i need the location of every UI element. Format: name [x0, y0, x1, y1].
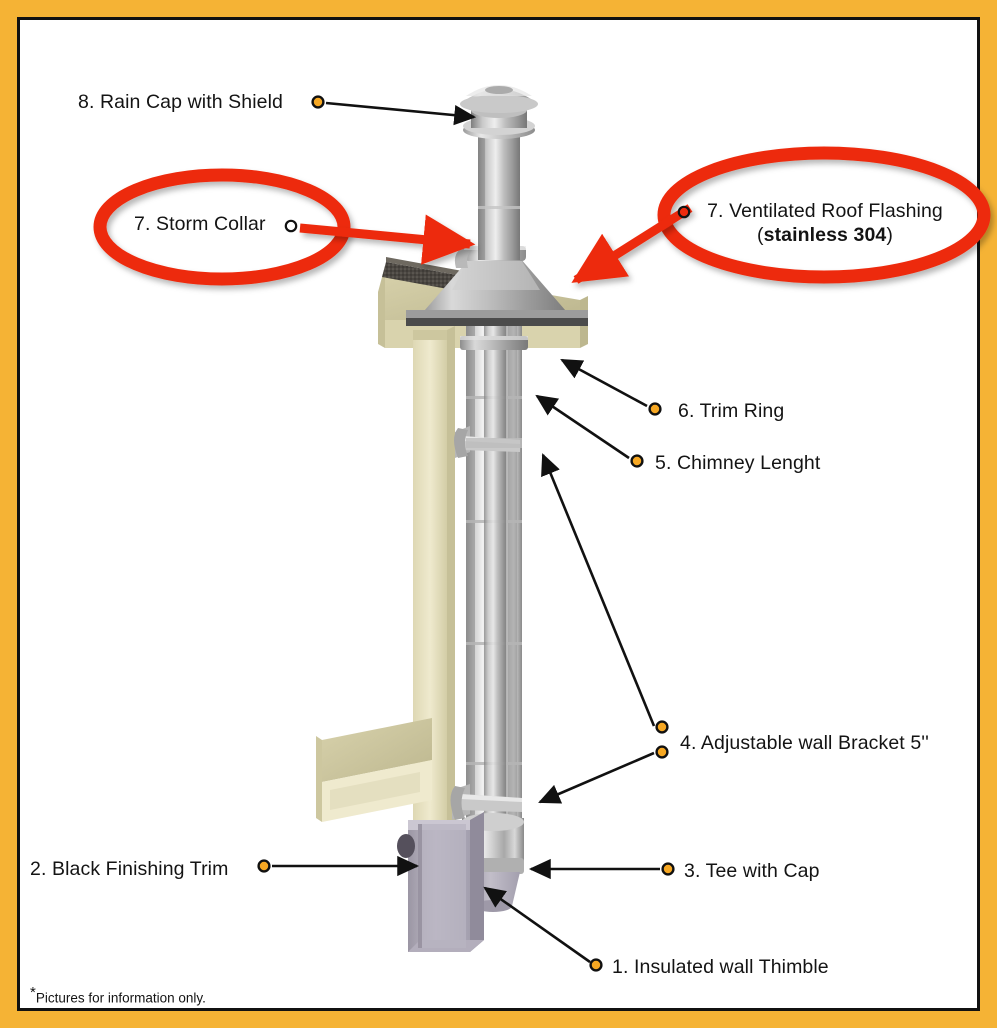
trim-ring: [460, 336, 528, 350]
dot-storm-collar: [284, 219, 298, 233]
ellipse-roof-flashing: [657, 146, 991, 284]
leader-lines-black: [272, 101, 660, 964]
leader-wall-thimble: [483, 886, 591, 964]
roof-flashing-paren-close: ): [886, 223, 893, 246]
label-finishing-trim[interactable]: 2. Black Finishing Trim: [30, 858, 229, 880]
leader-rain-cap: [325, 101, 477, 126]
label-rain-cap[interactable]: 8. Rain Cap with Shield: [78, 91, 283, 113]
roof-flashing-line1: 7. Ventilated Roof Flashing: [707, 200, 943, 222]
label-roof-flashing[interactable]: 7. Ventilated Roof Flashing (stainless 3…: [700, 200, 950, 248]
dot-roof-flashing: [677, 205, 691, 219]
dot-tee-with-cap: [661, 862, 675, 876]
dot-bracket-lower: [655, 745, 669, 759]
label-chimney-length[interactable]: 5. Chimney Lenght: [655, 452, 821, 474]
dot-chimney-length: [630, 454, 644, 468]
rain-cap-with-shield: [460, 85, 538, 139]
label-trim-ring[interactable]: 6. Trim Ring: [678, 400, 785, 422]
leader-bracket-upper: [541, 453, 656, 727]
adjustable-wall-bracket-lower: [450, 784, 522, 820]
dot-bracket-upper: [655, 720, 669, 734]
footnote: *Pictures for information only.: [30, 984, 206, 1006]
roof-flashing-material: stainless 304: [763, 223, 887, 246]
leader-storm-collar: [299, 214, 476, 265]
leader-roof-flashing: [571, 204, 693, 284]
upper-stack: [478, 130, 520, 260]
label-tee-with-cap[interactable]: 3. Tee with Cap: [684, 860, 820, 882]
wall-ledge: [316, 718, 432, 822]
ellipse-storm-collar: [93, 168, 351, 286]
label-storm-collar[interactable]: 7. Storm Collar: [134, 213, 266, 235]
connector-dots: [257, 95, 691, 972]
exterior-wall: [413, 326, 455, 830]
dot-rain-cap: [311, 95, 325, 109]
leader-chimney-length: [535, 394, 630, 460]
dot-trim-ring: [648, 402, 662, 416]
adjustable-wall-bracket-upper: [454, 426, 522, 458]
highlight-ellipses: [93, 146, 991, 286]
footnote-text: Pictures for information only.: [35, 990, 206, 1006]
leader-lines-red: [299, 204, 693, 284]
dot-wall-thimble: [589, 958, 603, 972]
label-wall-thimble[interactable]: 1. Insulated wall Thimble: [612, 956, 829, 978]
dot-finishing-trim: [257, 859, 271, 873]
black-finishing-trim: [418, 824, 466, 948]
leader-bracket-lower: [538, 751, 655, 804]
roof-flashing-paren-open: (: [757, 223, 764, 246]
label-wall-bracket[interactable]: 4. Adjustable wall Bracket 5'': [680, 732, 929, 754]
footnote-marker: *: [30, 984, 36, 1001]
ventilated-roof-flashing: [406, 258, 588, 326]
leader-trim-ring: [560, 358, 648, 408]
